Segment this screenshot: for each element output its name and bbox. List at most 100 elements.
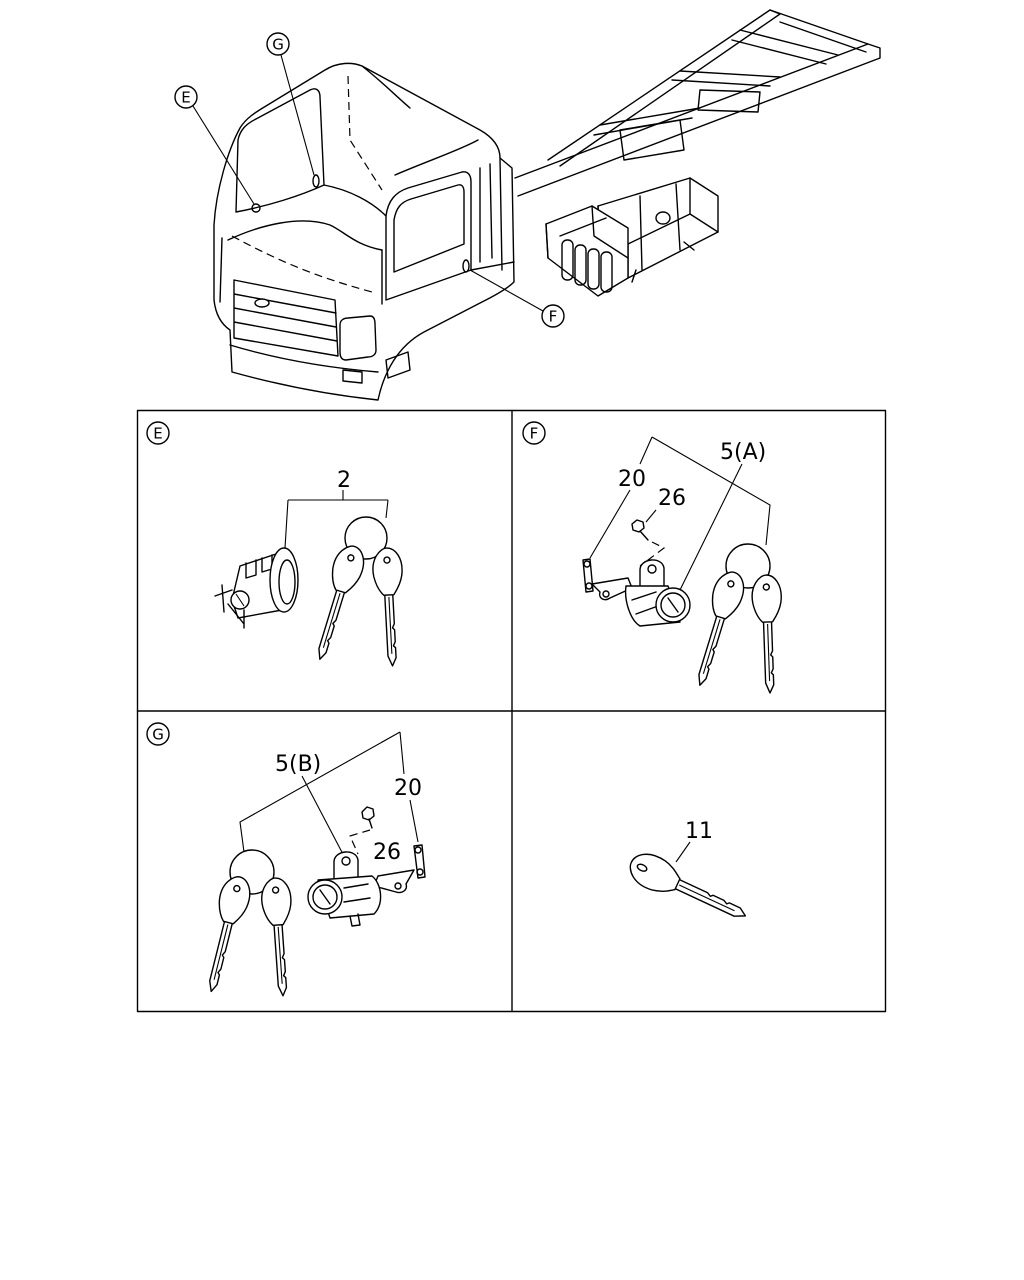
- latch-lever: [591, 577, 633, 601]
- callout-g-marker: [312, 174, 320, 188]
- key-ring: [229, 849, 275, 895]
- latch-lever-hole: [394, 882, 402, 890]
- ignition-keyway: [235, 593, 245, 607]
- key-groove: [322, 593, 341, 648]
- bolt: [631, 509, 666, 567]
- chassis-rear-crossmember: [769, 9, 869, 53]
- key: [318, 545, 365, 660]
- panel-g-label-latch: 20: [394, 776, 422, 801]
- chassis-near-rail: [514, 43, 881, 197]
- bolt-shank: [639, 530, 649, 541]
- callout-g-leader: [280, 54, 315, 176]
- bolt-assembly-line: [349, 829, 371, 855]
- bumper: [229, 344, 379, 373]
- ignition-lock-cylinder: [214, 547, 299, 629]
- battery-box: [545, 205, 629, 297]
- panel-f-letter: F: [530, 425, 539, 443]
- battery-cell: [574, 244, 587, 286]
- key-head: [218, 876, 251, 925]
- door-lock-body-edge: [631, 591, 659, 615]
- emblem: [254, 298, 270, 308]
- fuel-cap: [655, 211, 671, 225]
- key: [698, 571, 745, 686]
- truck-cab: [213, 62, 515, 401]
- door-lock-cylinder: [307, 851, 382, 927]
- callout-e: E: [174, 85, 261, 213]
- key-ring: [344, 516, 388, 560]
- panel-g-letter: G: [152, 726, 164, 744]
- panel-f-circle: [522, 421, 546, 445]
- panel-e-label-ignition-set: 2: [337, 468, 351, 493]
- panel-e: E 2: [146, 421, 403, 667]
- chassis-far-rail: [547, 9, 781, 167]
- latch-pivot: [583, 560, 591, 568]
- latch-pivot: [414, 846, 422, 854]
- callout-f-circle: [541, 304, 565, 328]
- callout-f-letter: F: [549, 308, 558, 326]
- battery-cell: [561, 239, 574, 281]
- key: [209, 876, 251, 993]
- door-lock-ear: [333, 851, 359, 881]
- panel-blank-key: 11: [629, 819, 747, 917]
- key-hole: [727, 580, 735, 588]
- panel-f: F 20 26 5(A): [522, 421, 782, 694]
- panel-e-circle: [146, 421, 170, 445]
- ignition-lock-tabs: [214, 554, 273, 629]
- grille: [233, 279, 339, 357]
- key-groove: [702, 619, 721, 674]
- key-hole: [762, 583, 771, 591]
- door-lock-ear-hole: [341, 856, 351, 866]
- door-lock-cylinder: [624, 559, 691, 627]
- detail-grid: [136, 409, 887, 1013]
- door-lock-face-inner: [312, 884, 338, 910]
- panel-f-label-latch: 20: [618, 467, 646, 492]
- panel-g-label-bolt: 26: [373, 840, 401, 865]
- key-groove: [388, 596, 393, 654]
- callout-e-letter: E: [181, 89, 190, 107]
- door-lock-ear: [639, 559, 665, 591]
- bolt: [349, 806, 375, 855]
- chassis-crossmember: [731, 29, 839, 65]
- key-head: [331, 545, 365, 594]
- key-head: [711, 571, 745, 620]
- panel-g-lock-set-leader: [301, 775, 346, 859]
- battery-box-edge: [545, 205, 629, 259]
- bolt-head: [361, 806, 375, 821]
- key-head: [751, 574, 782, 623]
- bolt-leader: [645, 509, 657, 523]
- fuel-tank-strap: [631, 183, 695, 283]
- door-lock-keyway: [667, 597, 679, 613]
- cab-side-panel: [470, 157, 515, 271]
- callout-g-circle: [266, 32, 290, 56]
- key: [261, 877, 292, 997]
- cab-outline: [213, 62, 515, 401]
- corner-lamp: [385, 351, 411, 379]
- key: [751, 574, 782, 694]
- door-lock-face-inner: [660, 592, 686, 618]
- front-corner: [219, 237, 383, 305]
- key-head: [372, 547, 403, 596]
- ignition-lock-rim-inner: [278, 559, 296, 605]
- key-groove: [767, 623, 771, 681]
- fog-light: [342, 369, 363, 384]
- headlight: [339, 315, 377, 361]
- key-hole: [636, 863, 648, 872]
- chassis-crossmember: [593, 107, 701, 161]
- windshield: [235, 88, 325, 213]
- panel-g: G 5(B) 20 26: [146, 722, 426, 997]
- battery-cell: [587, 248, 600, 290]
- battery-cell: [600, 251, 613, 293]
- latch-lever-hole: [602, 590, 610, 598]
- door-lock-ear-hole: [647, 564, 657, 574]
- panel-f-bracket: [589, 436, 771, 559]
- key-blade: [673, 878, 747, 917]
- chassis-crossmember: [671, 70, 781, 113]
- latch-pivot: [416, 868, 424, 876]
- panel-g-label-lock-set: 5(B): [275, 752, 321, 777]
- panel-f-label-lock-set: 5(A): [720, 440, 766, 465]
- door-window: [393, 184, 465, 273]
- key-head: [261, 877, 292, 927]
- truck-illustration: E G F: [174, 9, 881, 401]
- door-lock-keyway: [319, 889, 331, 905]
